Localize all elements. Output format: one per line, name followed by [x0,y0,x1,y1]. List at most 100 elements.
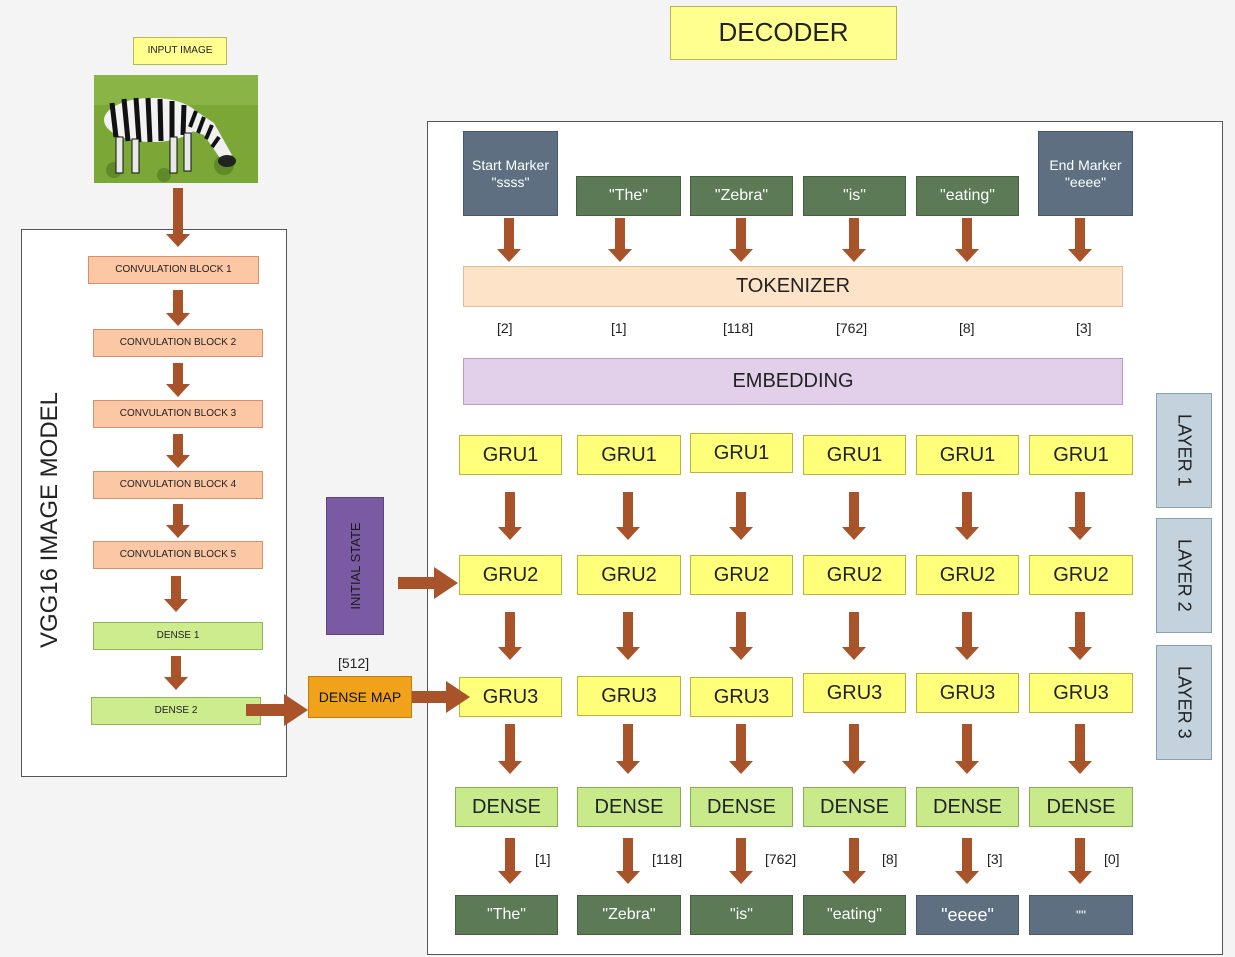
output-id: [762] [765,851,797,867]
input-token-end-marker: End Marker "eeee" [1038,131,1133,216]
down-arrow [166,504,190,538]
token-id: [8] [959,320,975,336]
down-arrow [842,612,866,660]
token-id: [1] [611,320,627,336]
down-arrow [729,218,753,262]
down-arrow [842,492,866,540]
token-id: [118] [723,320,754,336]
input-token-eating: "eating" [916,176,1019,216]
right-arrow [398,567,458,599]
down-arrow [166,188,190,247]
vgg-panel [21,229,287,777]
down-arrow [955,492,979,540]
dense-cell: DENSE [455,787,558,827]
down-arrow [1068,838,1092,884]
input-token-zebra: "Zebra" [690,176,793,216]
input-token-the: "The" [576,176,681,216]
gru2-cell: GRU2 [577,555,681,595]
dense-cell: DENSE [916,787,1019,827]
down-arrow [498,838,522,884]
layer-3-label: LAYER 3 [1156,645,1212,760]
dense-cell: DENSE [577,787,681,827]
down-arrow [1068,492,1092,540]
output-id: [1] [535,851,551,867]
down-arrow [616,724,640,774]
conv-block-1: CONVULATION BLOCK 1 [88,256,259,284]
input-image-label: INPUT IMAGE [133,37,227,65]
conv-block-3: CONVULATION BLOCK 3 [93,400,263,428]
down-arrow [166,363,190,397]
down-arrow [166,434,190,468]
down-arrow [729,492,753,540]
dense-1: DENSE 1 [93,622,263,650]
down-arrow [955,724,979,774]
embedding: EMBEDDING [463,358,1123,405]
down-arrow [1068,724,1092,774]
down-arrow [729,838,753,884]
down-arrow [498,612,522,660]
output-token: "is" [690,895,793,935]
token-id: [762] [836,320,868,336]
dense-cell: DENSE [803,787,906,827]
gru2-cell: GRU2 [916,555,1019,595]
gru3-cell: GRU3 [690,677,793,717]
gru3-cell: GRU3 [459,677,562,717]
down-arrow [164,576,188,612]
down-arrow [498,724,522,774]
layer-1-label: LAYER 1 [1156,393,1212,508]
dense-cell: DENSE [1029,787,1133,827]
down-arrow [1068,612,1092,660]
output-token: "Zebra" [577,895,681,935]
down-arrow [166,290,190,326]
output-token: "The" [455,895,558,935]
gru1-cell: GRU1 [690,433,793,473]
down-arrow [955,838,979,884]
gru3-cell: GRU3 [577,676,681,716]
gru3-cell: GRU3 [916,673,1019,713]
down-arrow [842,724,866,774]
conv-block-5: CONVULATION BLOCK 5 [93,541,263,569]
down-arrow [955,612,979,660]
down-arrow [1068,218,1092,262]
right-arrow [412,681,470,713]
output-id: [118] [652,851,683,867]
state-size-label: [512] [338,655,370,671]
token-id: [3] [1076,320,1092,336]
dense-map: DENSE MAP [308,676,412,718]
gru2-cell: GRU2 [690,555,793,595]
down-arrow [616,612,640,660]
output-id: [3] [987,851,1003,867]
output-token: "" [1029,895,1133,935]
token-id: [2] [497,320,513,336]
down-arrow [842,838,866,884]
gru1-cell: GRU1 [1029,435,1133,475]
layer-2-label: LAYER 2 [1156,518,1212,633]
gru2-cell: GRU2 [459,555,562,595]
output-id: [8] [882,851,898,867]
input-token-start-marker: Start Marker "ssss" [463,131,558,216]
output-id: [0] [1104,851,1120,867]
down-arrow [729,612,753,660]
gru2-cell: GRU2 [803,555,906,595]
output-token: "eating" [803,895,906,935]
down-arrow [616,838,640,884]
decoder-title: DECODER [670,6,897,60]
down-arrow [616,492,640,540]
gru1-cell: GRU1 [459,435,562,475]
gru2-cell: GRU2 [1029,555,1133,595]
down-arrow [164,656,188,690]
down-arrow [497,218,521,262]
conv-block-2: CONVULATION BLOCK 2 [93,329,263,357]
down-arrow [498,492,522,540]
output-token: "eeee" [916,895,1019,935]
dense-2: DENSE 2 [91,697,261,725]
gru3-cell: GRU3 [1029,673,1133,713]
dense-cell: DENSE [690,787,793,827]
down-arrow [729,724,753,774]
down-arrow [955,218,979,262]
right-arrow [246,694,308,726]
input-token-is: "is" [803,176,906,216]
gru1-cell: GRU1 [577,435,681,475]
conv-block-4: CONVULATION BLOCK 4 [93,471,263,499]
